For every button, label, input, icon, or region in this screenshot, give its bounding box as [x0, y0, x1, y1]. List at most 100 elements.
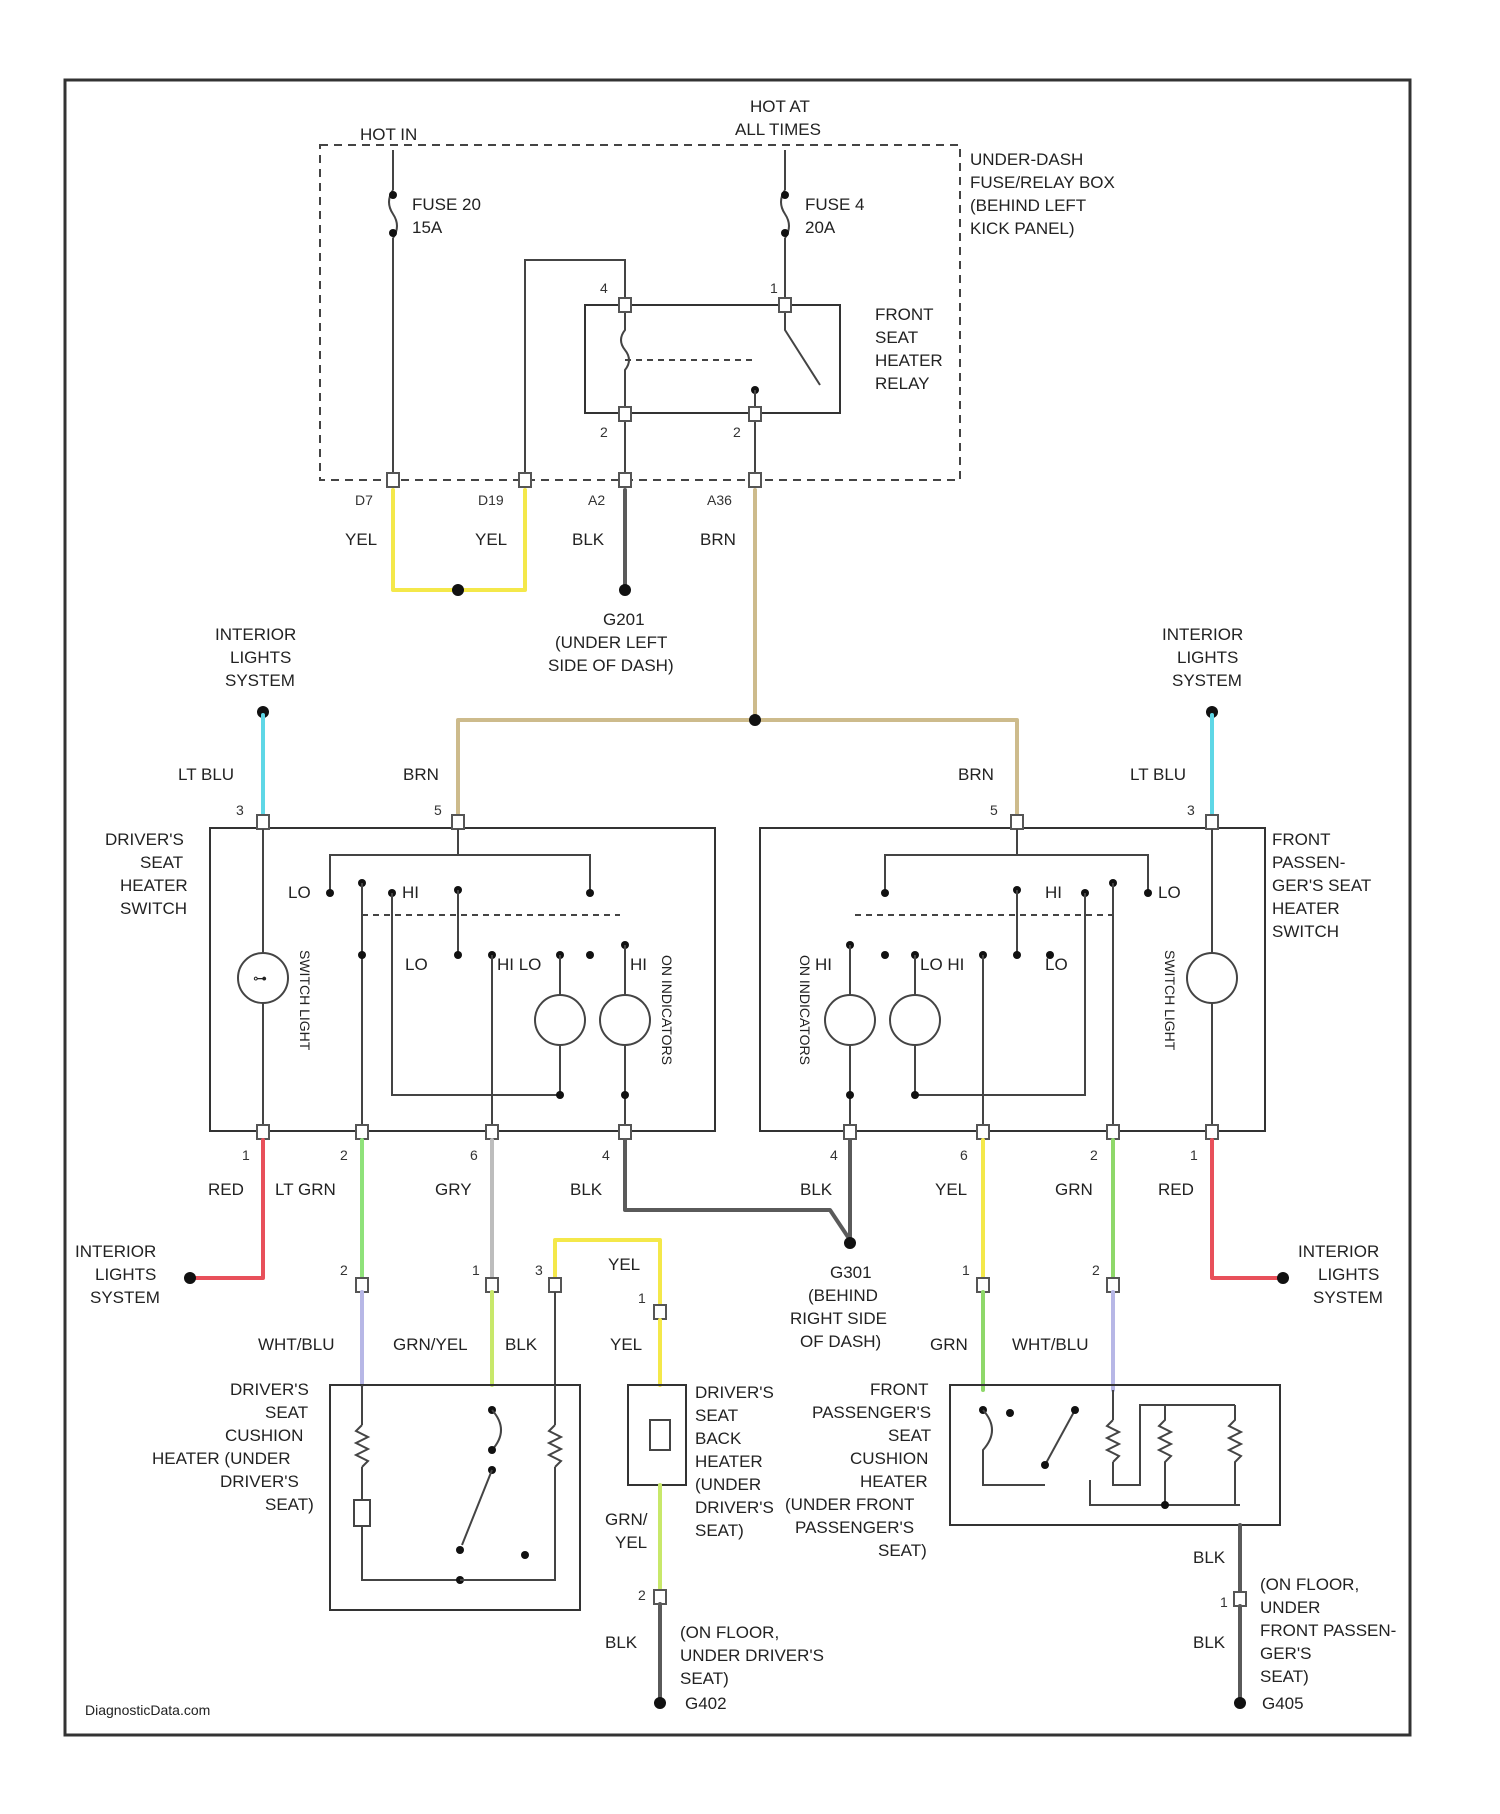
svg-text:YEL: YEL	[345, 530, 377, 549]
svg-text:DRIVER'S: DRIVER'S	[695, 1383, 774, 1402]
svg-text:GRN: GRN	[1055, 1180, 1093, 1199]
pass-switch-light-label: SWITCH LIGHT	[1162, 950, 1178, 1051]
svg-text:BLK: BLK	[572, 530, 605, 549]
svg-text:FRONT: FRONT	[870, 1380, 929, 1399]
svg-text:HI: HI	[815, 955, 832, 974]
svg-text:GRY: GRY	[435, 1180, 472, 1199]
interior-lights-left-3: SYSTEM	[225, 671, 295, 690]
svg-text:BLK: BLK	[570, 1180, 603, 1199]
svg-text:BLK: BLK	[800, 1180, 833, 1199]
svg-text:2: 2	[733, 424, 741, 440]
svg-text:LO HI: LO HI	[920, 955, 964, 974]
svg-text:WHT/BLU: WHT/BLU	[258, 1335, 335, 1354]
interior-lights-right-1: INTERIOR	[1162, 625, 1243, 644]
svg-text:4: 4	[600, 280, 608, 296]
svg-text:BRN: BRN	[958, 765, 994, 784]
svg-text:LO: LO	[1045, 955, 1068, 974]
svg-text:SYSTEM: SYSTEM	[1313, 1288, 1383, 1307]
svg-text:GER'S: GER'S	[1260, 1644, 1311, 1663]
driver-seat-back-heater	[628, 1385, 686, 1485]
driver-switch-name-1: DRIVER'S	[105, 830, 184, 849]
svg-text:3: 3	[535, 1262, 543, 1278]
svg-text:6: 6	[470, 1147, 478, 1163]
svg-text:3: 3	[1187, 802, 1195, 818]
hot-in-label: HOT IN	[360, 125, 417, 144]
hot-at-all-times-label-1: HOT AT	[750, 97, 810, 116]
fuse-20-label: FUSE 20	[412, 195, 481, 214]
svg-text:D7: D7	[355, 492, 373, 508]
svg-text:(ON FLOOR,: (ON FLOOR,	[1260, 1575, 1359, 1594]
svg-text:WHT/BLU: WHT/BLU	[1012, 1335, 1089, 1354]
svg-text:1: 1	[242, 1147, 250, 1163]
wire-red-right	[1212, 1140, 1283, 1278]
svg-text:RIGHT SIDE: RIGHT SIDE	[790, 1309, 887, 1328]
svg-text:SEAT: SEAT	[695, 1406, 738, 1425]
footer-watermark: DiagnosticData.com	[85, 1702, 210, 1718]
driver-switch-light-label: SWITCH LIGHT	[297, 950, 313, 1051]
g201-label-1: G201	[603, 610, 645, 629]
svg-text:HI: HI	[1045, 883, 1062, 902]
svg-text:INTERIOR: INTERIOR	[75, 1242, 156, 1261]
svg-text:1: 1	[962, 1262, 970, 1278]
pass-switch-name-1: FRONT	[1272, 830, 1331, 849]
svg-text:(ON FLOOR,: (ON FLOOR,	[680, 1623, 779, 1642]
svg-text:LT GRN: LT GRN	[275, 1180, 336, 1199]
svg-text:2: 2	[638, 1587, 646, 1603]
pass-switch-name-4: HEATER	[1272, 899, 1340, 918]
svg-text:LO: LO	[1158, 883, 1181, 902]
svg-text:SEAT): SEAT)	[695, 1521, 744, 1540]
svg-text:DRIVER'S: DRIVER'S	[695, 1498, 774, 1517]
driver-on-indicator-lo	[600, 995, 650, 1045]
driver-cushion-thermostat	[492, 1410, 501, 1450]
svg-text:BLK: BLK	[505, 1335, 538, 1354]
g201-label-3: SIDE OF DASH)	[548, 656, 674, 675]
pass-on-indicator-lo	[890, 995, 940, 1045]
svg-text:LO: LO	[405, 955, 428, 974]
relay-name-4: RELAY	[875, 374, 930, 393]
pass-switch-name-5: SWITCH	[1272, 922, 1339, 941]
relay-name-2: SEAT	[875, 328, 918, 347]
svg-text:G405: G405	[1262, 1694, 1304, 1713]
driver-cushion-element	[356, 1425, 368, 1467]
fuse-box-name-3: (BEHIND LEFT	[970, 196, 1086, 215]
svg-text:1: 1	[472, 1262, 480, 1278]
svg-text:⊶: ⊶	[253, 970, 267, 986]
svg-text:2: 2	[600, 424, 608, 440]
driver-on-indicator-hi	[535, 995, 585, 1045]
svg-text:LT BLU: LT BLU	[1130, 765, 1186, 784]
svg-text:6: 6	[960, 1147, 968, 1163]
svg-text:BRN: BRN	[700, 530, 736, 549]
pass-switch-name-2: PASSEN-	[1272, 853, 1345, 872]
fuse-box-name-2: FUSE/RELAY BOX	[970, 173, 1115, 192]
svg-text:HI: HI	[630, 955, 647, 974]
svg-text:BRN: BRN	[403, 765, 439, 784]
svg-text:SEAT: SEAT	[888, 1426, 931, 1445]
svg-text:INTERIOR: INTERIOR	[1298, 1242, 1379, 1261]
svg-text:UNDER DRIVER'S: UNDER DRIVER'S	[680, 1646, 824, 1665]
svg-text:2: 2	[340, 1262, 348, 1278]
svg-text:5: 5	[434, 802, 442, 818]
pass-cushion-element-2	[1159, 1405, 1171, 1505]
wire-yel-driver-back	[555, 1240, 660, 1320]
svg-text:4: 4	[602, 1147, 610, 1163]
svg-text:1: 1	[770, 280, 778, 296]
driver-switch-name-3: HEATER	[120, 876, 188, 895]
svg-text:HEATER (UNDER: HEATER (UNDER	[152, 1449, 291, 1468]
pass-cushion-thermostat	[983, 1410, 1045, 1485]
svg-text:G402: G402	[685, 1694, 727, 1713]
svg-text:GRN: GRN	[930, 1335, 968, 1354]
wire-red-left	[190, 1140, 263, 1278]
svg-text:LT BLU: LT BLU	[178, 765, 234, 784]
svg-text:SEAT): SEAT)	[878, 1541, 927, 1560]
interior-lights-left-2: LIGHTS	[230, 648, 291, 667]
svg-text:CUSHION: CUSHION	[850, 1449, 928, 1468]
svg-text:CUSHION: CUSHION	[225, 1426, 303, 1445]
svg-text:2: 2	[1092, 1262, 1100, 1278]
svg-text:SEAT): SEAT)	[680, 1669, 729, 1688]
g201-label-2: (UNDER LEFT	[555, 633, 667, 652]
pass-cushion-element-1	[1107, 1420, 1119, 1462]
front-seat-heater-relay	[585, 305, 840, 413]
svg-text:YEL: YEL	[935, 1180, 967, 1199]
svg-text:BLK: BLK	[1193, 1548, 1226, 1567]
